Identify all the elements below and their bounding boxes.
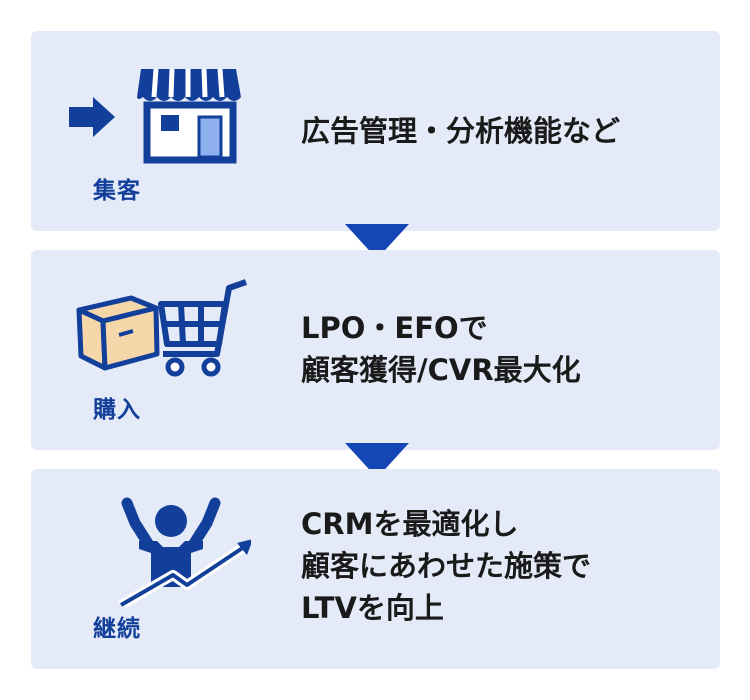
description-line: 顧客獲得/CVR最大化	[301, 353, 581, 387]
step-label: 集客	[93, 178, 141, 204]
step-retention: 継続 CRMを最適化し 顧客にあわせた施策で LTVを向上	[31, 469, 720, 669]
description-line: 顧客にあわせた施策で	[301, 549, 592, 583]
step-label: 継続	[93, 616, 141, 642]
description-line: 広告管理・分析機能など	[301, 114, 621, 148]
step-description: 広告管理・分析機能など	[301, 110, 701, 152]
person-icon	[121, 497, 221, 587]
step-purchase: 購入 LPO・EFOで 顧客獲得/CVR最大化	[31, 250, 720, 450]
entry-arrow-icon	[69, 97, 115, 137]
store-icon	[61, 49, 251, 169]
step-label: 購入	[93, 397, 141, 423]
description-line: LPO・EFOで	[301, 311, 488, 345]
trend-arrow-icon	[118, 539, 251, 607]
step-description: LPO・EFOで 顧客獲得/CVR最大化	[301, 307, 701, 391]
funnel-diagram: 集客 広告管理・分析機能など	[31, 31, 720, 669]
box-icon	[76, 295, 160, 371]
shopping-cart-icon	[158, 279, 247, 377]
description-line: CRMを最適化し	[301, 507, 519, 541]
step-acquisition: 集客 広告管理・分析機能など	[31, 31, 720, 231]
step-description: CRMを最適化し 顧客にあわせた施策で LTVを向上	[301, 503, 701, 629]
growth-person-icon	[61, 487, 251, 607]
cart-icon	[61, 268, 251, 388]
description-line: LTVを向上	[301, 591, 444, 625]
